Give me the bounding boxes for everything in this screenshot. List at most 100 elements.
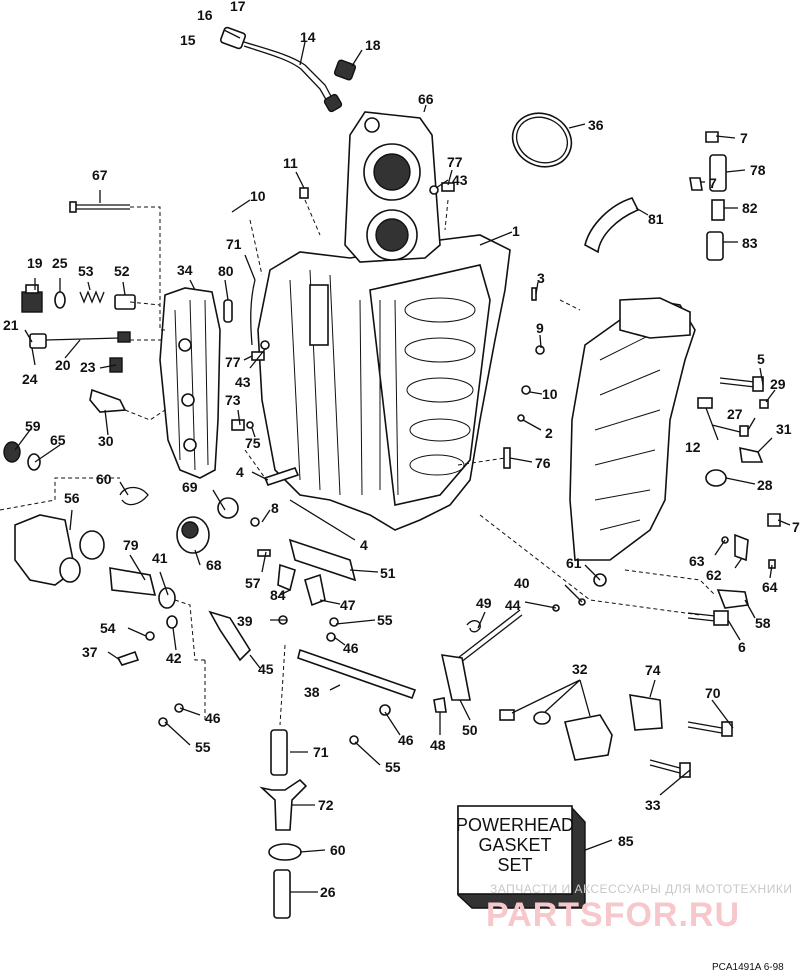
callout-47: 47 [340,597,356,613]
callout-68: 68 [206,557,222,573]
callout-21: 21 [3,317,19,333]
callout-81: 81 [648,211,664,227]
o-ring-gasket [511,112,573,168]
callout-60a: 60 [96,471,112,487]
callout-30: 30 [98,433,114,449]
callout-79: 79 [123,537,139,553]
callout-44: 44 [505,597,521,613]
callout-10b: 10 [542,386,558,402]
callout-32: 32 [572,661,588,677]
callout-71b: 71 [313,744,329,760]
exhaust-cover-plate [344,111,441,263]
callout-46c: 46 [398,732,414,748]
callout-19: 19 [27,255,43,271]
callout-77a: 77 [447,154,463,170]
callout-84: 84 [270,587,286,603]
callout-64: 64 [762,579,778,595]
callout-23: 23 [80,359,96,375]
callout-70: 70 [705,685,721,701]
callout-73: 73 [225,392,241,408]
crankcase-cover [569,297,696,561]
callout-62: 62 [706,567,722,583]
callout-61: 61 [566,555,582,571]
callout-17: 17 [230,0,246,14]
callout-40: 40 [514,575,530,591]
callout-12: 12 [685,439,701,455]
callout-49: 49 [476,595,492,611]
callout-4a: 4 [236,464,244,480]
callout-37: 37 [82,644,98,660]
callout-57: 57 [245,575,261,591]
callout-72: 72 [318,797,334,813]
small-parts-left [3,201,178,666]
callout-31: 31 [776,421,792,437]
callout-77b: 77 [225,354,241,370]
callout-7b: 7 [709,175,717,191]
callout-69: 69 [182,479,198,495]
callout-45: 45 [258,661,274,677]
callout-labels: 1 2 3 4 4 5 6 7 7 7 8 9 10 10 11 12 14 1… [3,0,800,900]
callout-55c: 55 [385,759,401,775]
callout-51: 51 [380,565,396,581]
callout-25: 25 [52,255,68,271]
gasket-set-box: POWERHEAD GASKET SET [456,805,586,909]
callout-80: 80 [218,263,234,279]
callout-16: 16 [197,7,213,23]
callout-59: 59 [25,418,41,434]
callout-3: 3 [537,270,545,286]
callout-27: 27 [727,406,743,422]
callout-75: 75 [245,435,261,451]
callout-5: 5 [757,351,765,367]
callout-46b: 46 [343,640,359,656]
callout-18: 18 [365,37,381,53]
callout-24: 24 [22,371,38,387]
watermark-brand: PARTSFOR.RU [486,896,740,934]
gasket-line-3: SET [497,855,532,875]
callout-82: 82 [742,200,758,216]
callout-58: 58 [755,615,771,631]
bypass-cover [159,287,221,479]
callout-46a: 46 [205,710,221,726]
callout-39: 39 [237,613,253,629]
callout-15: 15 [180,32,196,48]
callout-8: 8 [271,500,279,516]
callout-76: 76 [535,455,551,471]
callout-10a: 10 [250,188,266,204]
callout-55a: 55 [377,612,393,628]
hose-assembly [259,729,308,919]
watermark-caption: ЗАПЧАСТИ И АКСЕССУАРЫ ДЛЯ МОТОТЕХНИКИ [490,882,792,896]
callout-50: 50 [462,722,478,738]
callout-60b: 60 [330,842,346,858]
callout-33: 33 [645,797,661,813]
callout-11: 11 [283,155,298,171]
callout-66: 66 [418,91,434,107]
callout-14: 14 [300,29,316,45]
callout-71a: 71 [226,236,242,252]
callout-43a: 43 [452,172,468,188]
callout-65: 65 [50,432,66,448]
gasket-line-1: POWERHEAD [456,815,574,835]
callout-56: 56 [64,490,80,506]
callout-9: 9 [536,320,544,336]
callout-67: 67 [92,167,108,183]
cylinder-block [257,234,511,531]
callout-36: 36 [588,117,604,133]
callout-4b: 4 [360,537,368,553]
callout-26: 26 [320,884,336,900]
callout-2: 2 [545,425,553,441]
callout-85: 85 [618,833,634,849]
callout-54: 54 [100,620,116,636]
callout-63: 63 [689,553,705,569]
callout-6: 6 [738,639,746,655]
temperature-sensor-wire [219,26,357,113]
callout-28: 28 [757,477,773,493]
callout-55b: 55 [195,739,211,755]
callout-43b: 43 [235,374,251,390]
gasket-line-2: GASKET [478,835,551,855]
callout-29: 29 [770,376,786,392]
callout-78: 78 [750,162,766,178]
throttle-linkage [158,467,523,745]
callout-41: 41 [152,550,168,566]
callout-7c: 7 [792,519,800,535]
